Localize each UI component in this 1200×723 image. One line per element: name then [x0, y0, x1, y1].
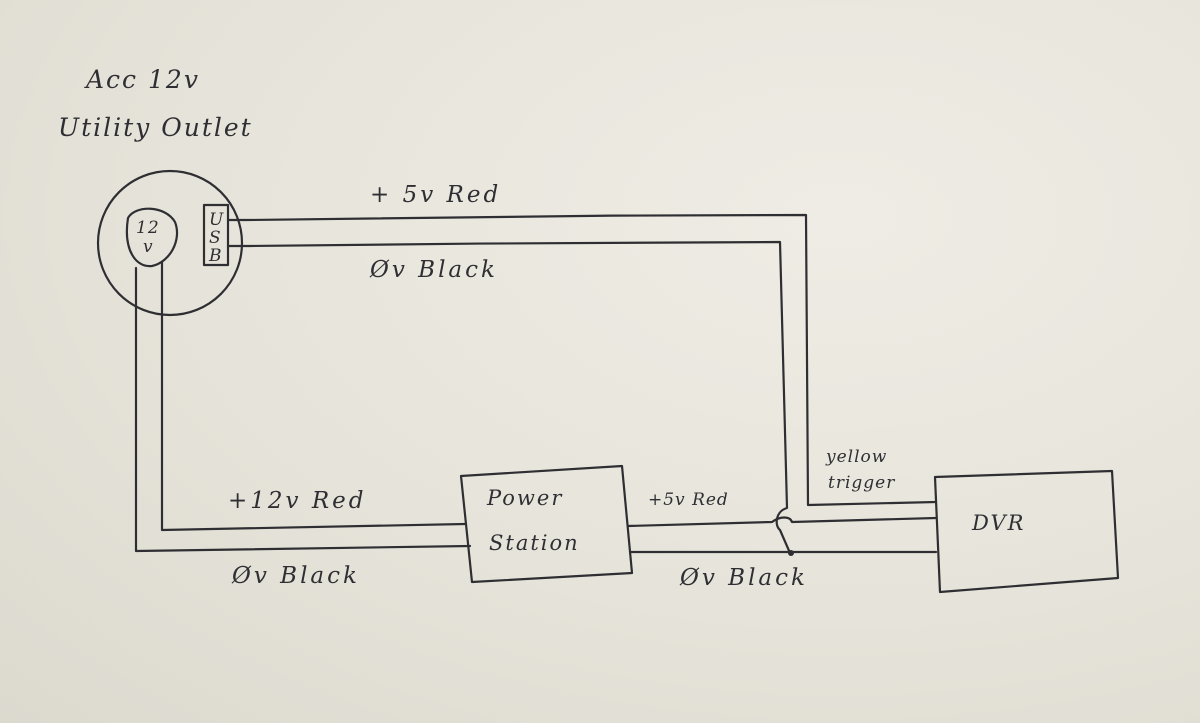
12v-jack-label-bottom: v: [143, 237, 154, 257]
usb-black-wire-label: Øv Black: [369, 257, 498, 283]
12v-black-wire-label: Øv Black: [231, 563, 360, 589]
12v-red-wire: [160, 260, 467, 532]
out-red-wire-label: +5v Red: [648, 490, 729, 510]
utility-outlet-circle: [96, 169, 244, 317]
dvr-box: [933, 469, 1120, 594]
usb-red-wire: [226, 213, 938, 507]
12v-black-wire: [134, 266, 472, 553]
yellow-label: yellow: [825, 447, 887, 467]
power-station-label-2: Station: [489, 531, 580, 555]
usb-port: [202, 203, 230, 267]
dvr-label: DVR: [971, 511, 1025, 535]
outlet-title-line2: Utility Outlet: [58, 113, 253, 142]
power-station-box: [459, 464, 634, 584]
power-station-label-1: Power: [486, 486, 563, 510]
usb-black-wire: [226, 240, 792, 555]
out-red-wire: [626, 516, 938, 528]
12v-jack-label-top: 12: [136, 218, 160, 238]
usb-label-s: S: [209, 228, 222, 248]
usb-label-b: B: [208, 246, 223, 266]
outlet-title-line1: Acc 12v: [84, 65, 200, 94]
usb-label-u: U: [209, 210, 224, 230]
12v-jack: [125, 207, 178, 268]
out-black-wire-label: Øv Black: [679, 565, 808, 591]
trigger-label: trigger: [828, 473, 895, 493]
ground-junction-dot: [788, 550, 794, 556]
usb-red-wire-label: + 5v Red: [370, 182, 501, 208]
12v-red-wire-label: +12v Red: [228, 488, 367, 514]
